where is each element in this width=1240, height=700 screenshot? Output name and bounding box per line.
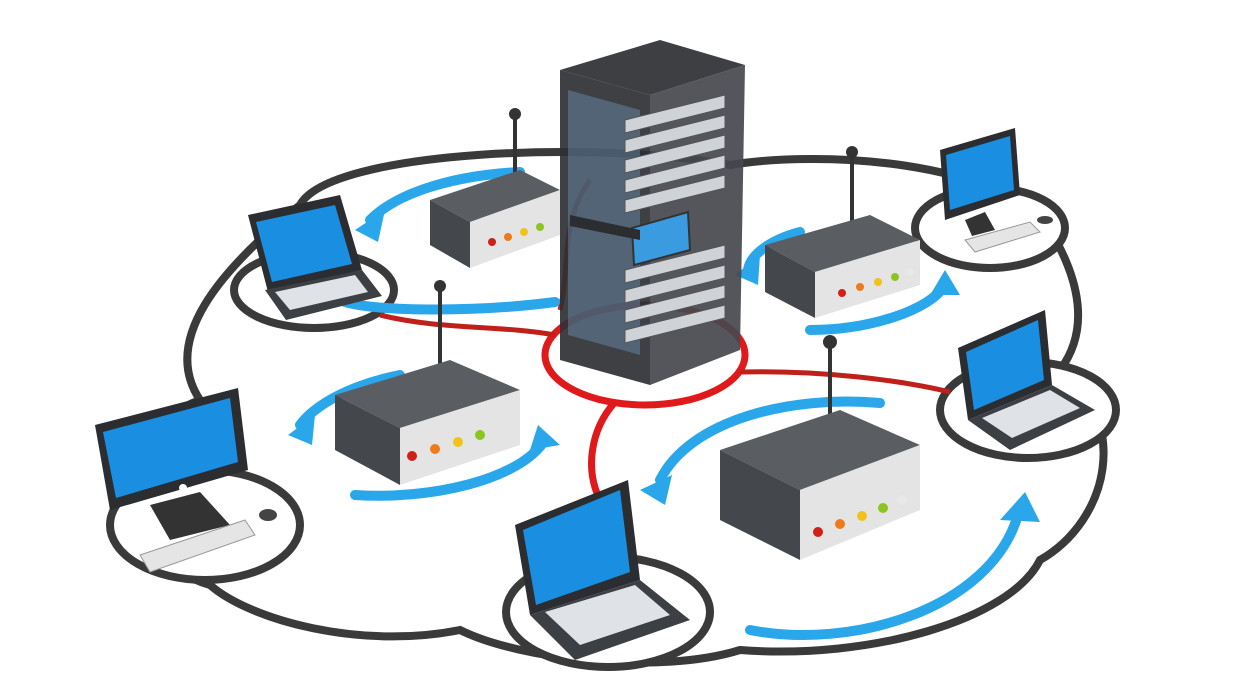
laptop-icon [248, 195, 382, 320]
circular-arrow-icon [350, 435, 550, 501]
desktop-monitor-icon [95, 388, 277, 573]
desktop-monitor-icon [940, 128, 1053, 253]
arrow-head [530, 425, 560, 450]
arrow-head [930, 270, 960, 295]
arrow-heads [288, 210, 1040, 522]
server-rack-icon [560, 40, 745, 385]
laptop-icon [515, 480, 690, 660]
circular-arrow-icon [340, 297, 560, 315]
circular-arrow-icon [655, 396, 885, 485]
router-top [430, 108, 560, 268]
arrow-head [640, 475, 672, 505]
circular-arrow-icon [365, 167, 525, 225]
router-left [335, 280, 520, 485]
router-center [720, 335, 920, 560]
core-link-bottom [588, 399, 618, 502]
arrow-head [355, 210, 385, 242]
circular-arrow-icon [745, 510, 1023, 641]
arrow-head [1000, 492, 1040, 522]
rack-console-screen [630, 210, 692, 267]
core-link-right [739, 369, 951, 395]
laptop-icon [958, 310, 1095, 450]
arrow-head [288, 415, 315, 445]
core-link-left [379, 312, 556, 338]
router-right [765, 146, 920, 318]
